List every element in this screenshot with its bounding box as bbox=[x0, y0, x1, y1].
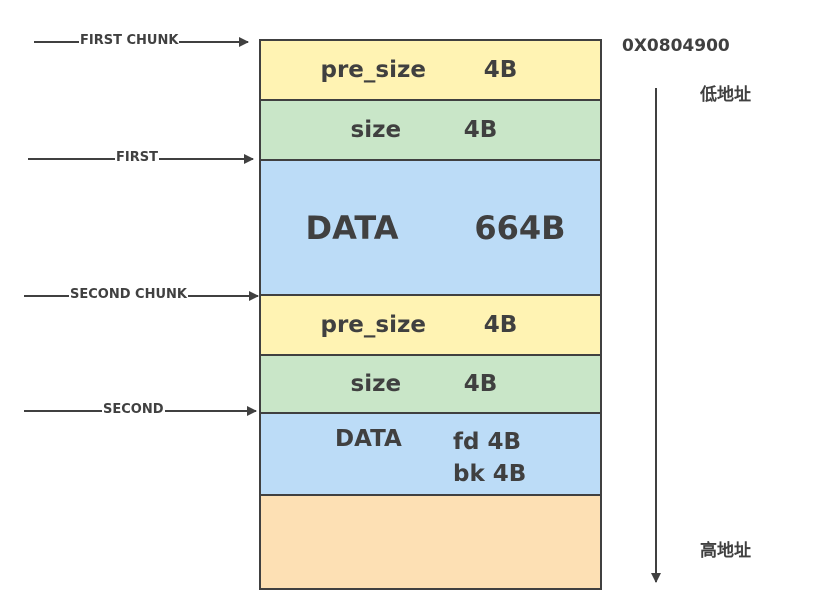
start-address: 0X0804900 bbox=[622, 36, 730, 56]
fd-field: fd 4B bbox=[453, 429, 522, 455]
first-chunk-size-block: size 4B bbox=[259, 99, 602, 161]
second-chunk-pre-size-block: pre_size 4B bbox=[259, 294, 602, 356]
second-chunk-label: SECOND CHUNK bbox=[69, 287, 188, 302]
first-label: FIRST bbox=[115, 150, 159, 165]
free-space-block bbox=[259, 494, 602, 590]
low-address-label: 低地址 bbox=[700, 85, 751, 105]
block-field-size: 4B bbox=[483, 57, 518, 83]
second-label: SECOND bbox=[102, 402, 165, 417]
first-data-block: DATA 664B bbox=[259, 159, 602, 296]
block-field-name: DATA bbox=[335, 426, 402, 452]
bk-field: bk 4B bbox=[453, 461, 527, 487]
first-chunk-pre-size-block: pre_size 4B bbox=[259, 39, 602, 101]
first-chunk-label: FIRST CHUNK bbox=[79, 33, 180, 48]
block-field-size: 664B bbox=[474, 208, 566, 247]
second-chunk-size-block: size 4B bbox=[259, 354, 602, 414]
block-field-size: 4B bbox=[483, 312, 518, 338]
block-field-name: pre_size bbox=[320, 312, 426, 338]
block-field-size: 4B bbox=[463, 117, 498, 143]
block-field-name: pre_size bbox=[320, 57, 426, 83]
block-field-size: 4B bbox=[463, 371, 498, 397]
block-field-name: size bbox=[350, 371, 402, 397]
block-field-name: size bbox=[350, 117, 402, 143]
fd-bk-fields: fd 4B bk 4B bbox=[453, 426, 526, 490]
second-data-block: DATA fd 4B bk 4B bbox=[259, 412, 602, 496]
block-field-name: DATA bbox=[305, 208, 399, 247]
high-address-label: 高地址 bbox=[700, 541, 751, 561]
